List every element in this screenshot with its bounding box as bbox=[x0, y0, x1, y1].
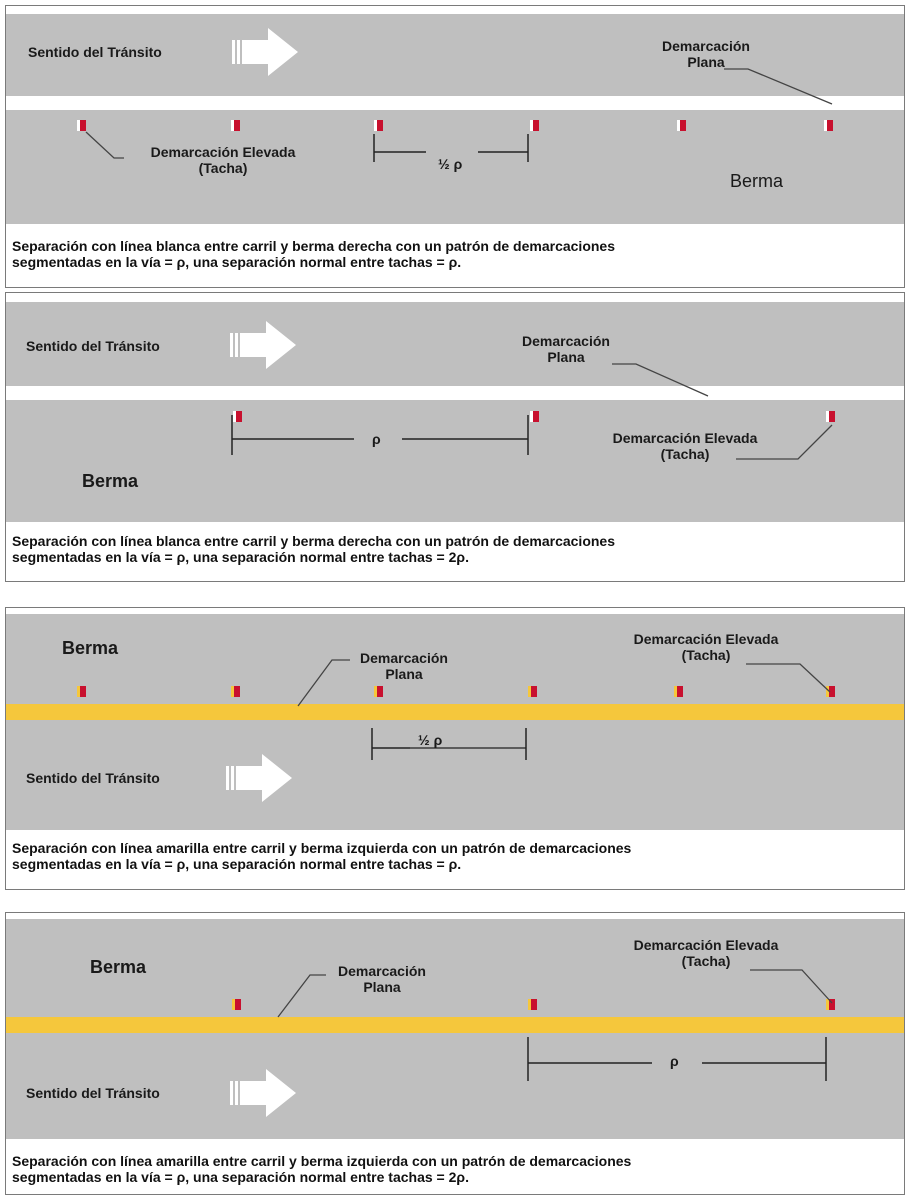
raised-marker bbox=[674, 686, 683, 697]
raised-marker bbox=[232, 999, 241, 1010]
caption-line-2: segmentadas en la vía = ρ, una separació… bbox=[12, 254, 462, 270]
leader-lines bbox=[277, 969, 833, 1081]
demarcacion-text: Demarcación bbox=[662, 38, 750, 54]
demarcacion-plana-label: Demarcación Plana bbox=[322, 963, 442, 995]
white-edge-line bbox=[6, 96, 904, 110]
white-edge-line bbox=[6, 386, 904, 400]
raised-marker bbox=[528, 686, 537, 697]
elevada-text: Demarcación Elevada bbox=[150, 144, 296, 160]
demarcacion-elevada-label: Demarcación Elevada (Tacha) bbox=[601, 937, 811, 969]
leader-lines bbox=[85, 68, 833, 162]
sentido-label: Sentido del Tránsito bbox=[26, 1085, 160, 1101]
raised-marker bbox=[77, 686, 86, 697]
demarcacion-plana-label: Demarcación Plana bbox=[344, 650, 464, 682]
yellow-edge-line bbox=[6, 704, 904, 720]
half-p-label: ½ ρ bbox=[438, 156, 463, 172]
caption-line-1: Separación con línea amarilla entre carr… bbox=[12, 840, 632, 856]
diagram-panel-4: Berma Demarcación Plana Demarcación Elev… bbox=[5, 912, 905, 1195]
caption: Separación con línea blanca entre carril… bbox=[12, 533, 898, 565]
diagram-panel-2: Sentido del Tránsito Demarcación Plana ρ… bbox=[5, 292, 905, 582]
sentido-label: Sentido del Tránsito bbox=[26, 338, 160, 354]
caption-line-1: Separación con línea blanca entre carril… bbox=[12, 533, 615, 549]
tacha-text: (Tacha) bbox=[198, 160, 248, 176]
demarcacion-elevada-label: Demarcación Elevada (Tacha) bbox=[118, 144, 328, 176]
demarcacion-text: Demarcación bbox=[360, 650, 448, 666]
caption-line-1: Separación con línea blanca entre carril… bbox=[12, 238, 615, 254]
tacha-text: (Tacha) bbox=[681, 647, 731, 663]
berma-label: Berma bbox=[62, 638, 119, 658]
p-label: ρ bbox=[372, 431, 381, 447]
road-surface bbox=[6, 14, 904, 224]
berma-label: Berma bbox=[82, 471, 139, 491]
demarcacion-elevada-label: Demarcación Elevada (Tacha) bbox=[601, 631, 811, 663]
traffic-arrow-icon bbox=[232, 28, 298, 76]
plana-text: Plana bbox=[687, 54, 725, 70]
elevada-text: Demarcación Elevada bbox=[633, 631, 779, 647]
caption: Separación con línea blanca entre carril… bbox=[12, 238, 898, 270]
caption-line-2: segmentadas en la vía = ρ, una separació… bbox=[12, 549, 469, 565]
caption: Separación con línea amarilla entre carr… bbox=[12, 1153, 898, 1185]
raised-marker bbox=[677, 120, 686, 131]
tacha-text: (Tacha) bbox=[660, 446, 710, 462]
berma-label: Berma bbox=[90, 957, 147, 977]
sentido-label: Sentido del Tránsito bbox=[28, 44, 162, 60]
traffic-arrow-icon bbox=[230, 321, 296, 369]
raised-marker bbox=[231, 120, 240, 131]
caption-line-2: segmentadas en la vía = ρ, una separació… bbox=[12, 1169, 469, 1185]
raised-marker bbox=[231, 686, 240, 697]
elevada-text: Demarcación Elevada bbox=[612, 430, 758, 446]
raised-marker bbox=[826, 686, 835, 697]
demarcacion-plana-label: Demarcación Plana bbox=[506, 333, 626, 365]
raised-marker bbox=[824, 120, 833, 131]
plana-text: Plana bbox=[385, 666, 423, 682]
road-surface bbox=[6, 614, 904, 830]
demarcacion-elevada-label: Demarcación Elevada (Tacha) bbox=[580, 430, 790, 462]
yellow-edge-line bbox=[6, 1017, 904, 1033]
raised-marker bbox=[530, 120, 539, 131]
demarcacion-text: Demarcación bbox=[338, 963, 426, 979]
caption-line-2: segmentadas en la vía = ρ, una separació… bbox=[12, 856, 462, 872]
demarcacion-plana-label: Demarcación Plana bbox=[646, 38, 766, 70]
tacha-text: (Tacha) bbox=[681, 953, 731, 969]
p-label: ρ bbox=[670, 1053, 679, 1069]
plana-text: Plana bbox=[363, 979, 401, 995]
berma-label: Berma bbox=[730, 171, 784, 191]
raised-marker bbox=[233, 411, 242, 422]
raised-marker bbox=[374, 120, 383, 131]
diagram-panel-1: Sentido del Tránsito Demarcación Plana D… bbox=[5, 5, 905, 288]
road-surface bbox=[6, 302, 904, 522]
demarcacion-text: Demarcación bbox=[522, 333, 610, 349]
caption: Separación con línea amarilla entre carr… bbox=[12, 840, 898, 872]
raised-marker bbox=[826, 999, 835, 1010]
raised-marker bbox=[77, 120, 86, 131]
leader-lines bbox=[231, 363, 833, 460]
traffic-arrow-icon bbox=[230, 1069, 296, 1117]
raised-marker bbox=[374, 686, 383, 697]
raised-marker bbox=[826, 411, 835, 422]
sentido-label: Sentido del Tránsito bbox=[26, 770, 160, 786]
caption-line-1: Separación con línea amarilla entre carr… bbox=[12, 1153, 632, 1169]
leader-lines bbox=[297, 659, 831, 760]
plana-text: Plana bbox=[547, 349, 585, 365]
raised-marker bbox=[530, 411, 539, 422]
traffic-arrow-icon bbox=[226, 754, 292, 802]
diagram-panel-3: Berma Demarcación Plana Demarcación Elev… bbox=[5, 607, 905, 890]
raised-marker bbox=[528, 999, 537, 1010]
elevada-text: Demarcación Elevada bbox=[633, 937, 779, 953]
half-p-label: ½ ρ bbox=[418, 732, 443, 748]
